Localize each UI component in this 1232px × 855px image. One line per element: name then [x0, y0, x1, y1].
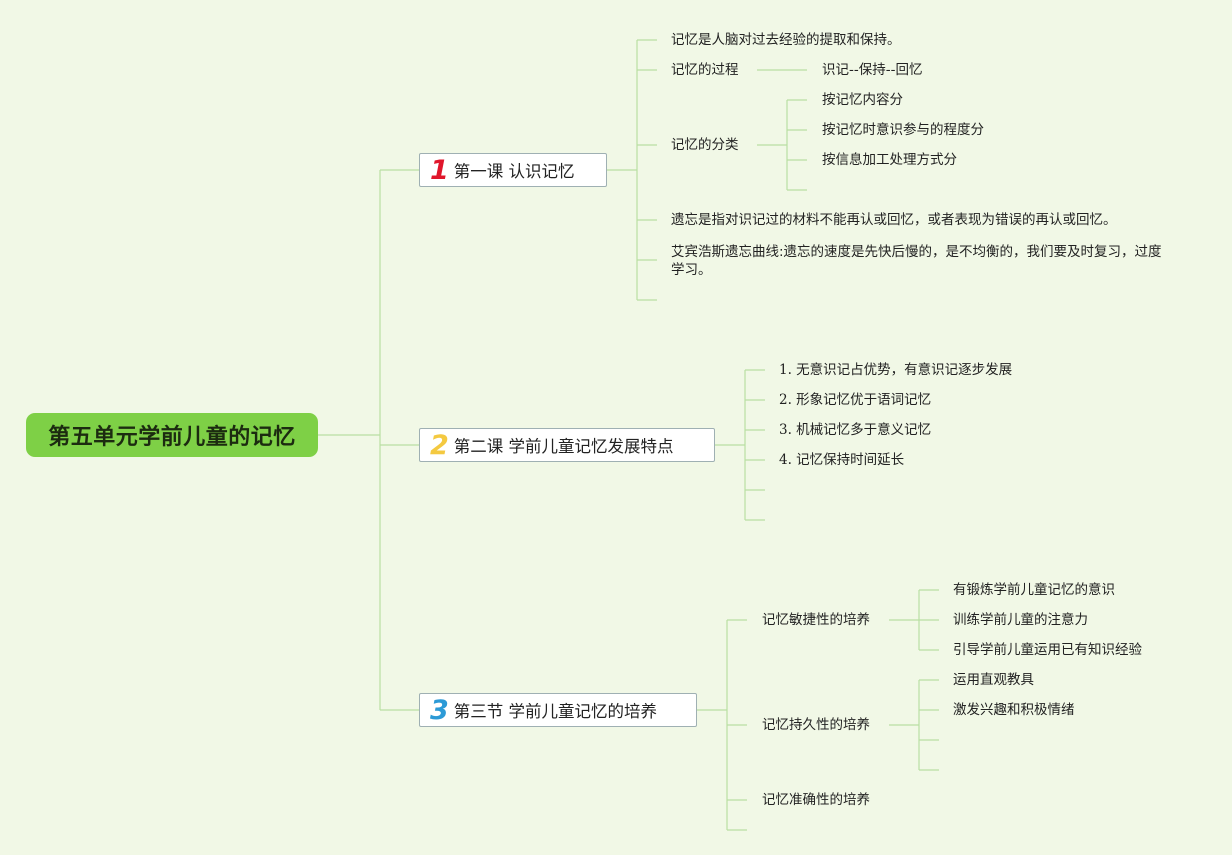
list-item[interactable]: 1. 无意识记占优势，有意识记逐步发展 [779, 359, 1012, 381]
number-1-icon: 1 [430, 154, 449, 186]
classification-child[interactable]: 按信息加工处理方式分 [822, 152, 957, 168]
list-item-text: 2. 形象记忆优于语词记忆 [779, 392, 932, 408]
list-item-text: 3. 机械记忆多于意义记忆 [779, 422, 932, 438]
topic-3-item-durability[interactable]: 记忆持久性的培养 [762, 717, 870, 733]
classification-child[interactable]: 按记忆内容分 [822, 92, 903, 108]
topic-3[interactable]: 3 第三节 学前儿童记忆的培养 [419, 693, 697, 727]
topic-1[interactable]: 1 第一课 认识记忆 [419, 153, 607, 187]
topic-label: 第二课 学前儿童记忆发展特点 [453, 437, 674, 456]
process-child[interactable]: 识记--保持--回忆 [822, 62, 923, 78]
topic-label: 第三节 学前儿童记忆的培养 [453, 702, 658, 721]
topic-1-item-process[interactable]: 记忆的过程 [671, 62, 739, 78]
list-item[interactable]: 3. 机械记忆多于意义记忆 [779, 419, 931, 441]
number-3-icon: 3 [430, 694, 449, 726]
agility-child[interactable]: 引导学前儿童运用已有知识经验 [953, 642, 1142, 658]
durability-child[interactable]: 运用直观教具 [953, 672, 1034, 688]
list-item[interactable]: 2. 形象记忆优于语词记忆 [779, 389, 931, 411]
agility-child[interactable]: 有锻炼学前儿童记忆的意识 [953, 582, 1115, 598]
topic-3-item-accuracy[interactable]: 记忆准确性的培养 [762, 792, 870, 808]
list-item-text: 1. 无意识记占优势，有意识记逐步发展 [779, 362, 1013, 378]
topic-2[interactable]: 2 第二课 学前儿童记忆发展特点 [419, 428, 715, 462]
topic-label: 第一课 认识记忆 [453, 162, 575, 181]
list-item-text: 4. 记忆保持时间延长 [779, 452, 905, 468]
list-item[interactable]: 4. 记忆保持时间延长 [779, 449, 904, 471]
classification-child[interactable]: 按记忆时意识参与的程度分 [822, 122, 984, 138]
topic-1-item-classification[interactable]: 记忆的分类 [671, 137, 739, 153]
root-topic[interactable]: 第五单元学前儿童的记忆 [26, 413, 318, 457]
durability-child[interactable]: 激发兴趣和积极情绪 [953, 702, 1075, 718]
topic-1-item-ebbinghaus[interactable]: 艾宾浩斯遗忘曲线:遗忘的速度是先快后慢的，是不均衡的，我们要及时复习，过度学习。 [671, 244, 1162, 278]
topic-1-item-definition[interactable]: 记忆是人脑对过去经验的提取和保持。 [671, 32, 901, 48]
number-2-icon: 2 [430, 429, 449, 461]
topic-3-item-agility[interactable]: 记忆敏捷性的培养 [762, 612, 870, 628]
agility-child[interactable]: 训练学前儿童的注意力 [953, 612, 1088, 628]
topic-1-item-forgetting[interactable]: 遗忘是指对识记过的材料不能再认或回忆，或者表现为错误的再认或回忆。 [671, 212, 1117, 228]
